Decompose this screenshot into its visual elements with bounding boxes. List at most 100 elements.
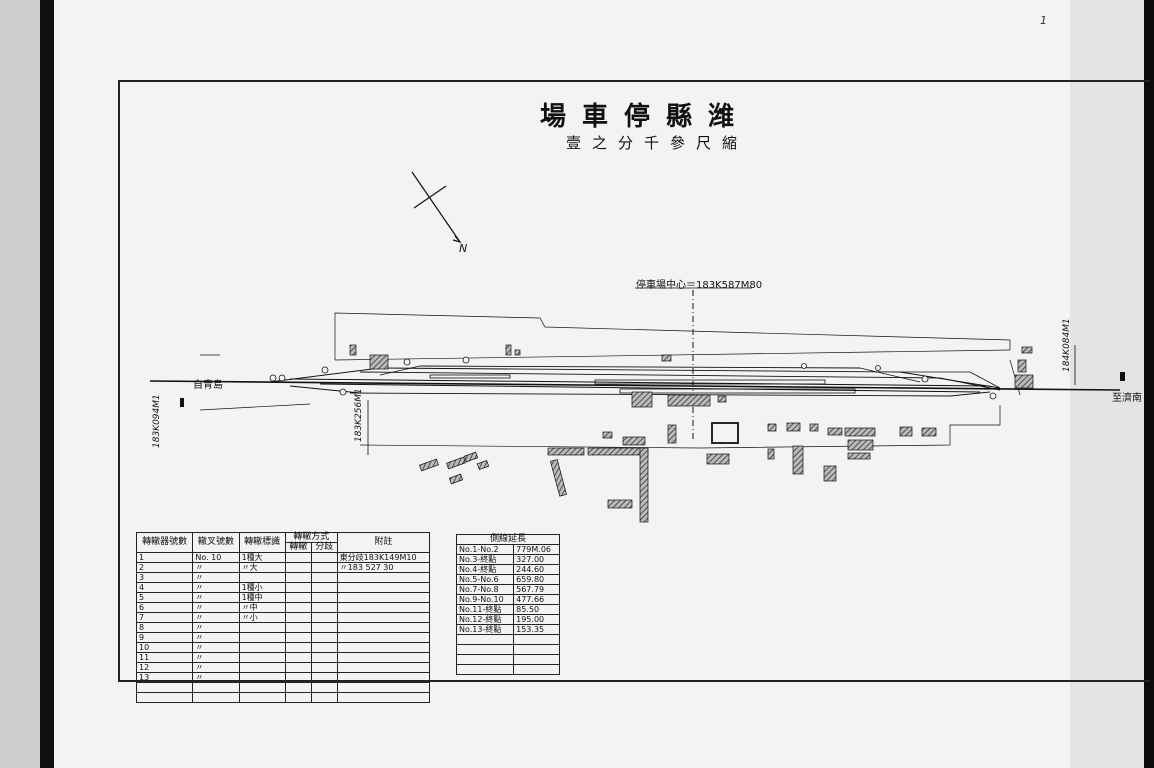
siding-table-row-cell: No.1-No.2 — [455, 544, 515, 555]
switch-col-method: 轉轍方式 — [284, 532, 338, 543]
siding-table-row-cell — [513, 664, 560, 675]
switch-table-row-cell — [310, 682, 338, 693]
station-buildings — [349, 344, 1034, 523]
switch-table-row: 12〃 — [135, 662, 431, 673]
switch-table-row-cell — [336, 602, 431, 613]
switch-table-row-cell — [284, 642, 312, 653]
switch-table-row-cell: 5 — [135, 592, 194, 603]
switch-table-row-cell — [336, 642, 431, 653]
switch-table-row-cell — [336, 672, 431, 683]
siding-table-row-cell: No.9-No.10 — [455, 594, 515, 605]
switch-table-row-cell: 7 — [135, 612, 194, 623]
switch-table-row-cell — [310, 662, 338, 673]
siding-table-row-cell: No.5-No.6 — [455, 574, 515, 585]
siding-table-row-cell: 153.35 — [513, 624, 560, 635]
switch-table-row-cell: 〃 — [192, 622, 240, 633]
switch-table-row-cell: 1種中 — [238, 592, 286, 603]
switch-col-frog: 轍叉號數 — [192, 532, 240, 553]
switch-table-row-cell — [284, 562, 312, 573]
switch-table-row-cell: 〃小 — [238, 612, 286, 623]
siding-table-row — [455, 664, 560, 675]
switch-table-row: 10〃 — [135, 642, 431, 653]
km-label-right-far: 184K084M1 — [1062, 318, 1072, 372]
switch-table-row-cell: No. 10 — [192, 552, 240, 563]
station-boundary — [199, 312, 1021, 449]
switch-table-row-cell — [310, 592, 338, 603]
switch-table-row-cell: 11 — [135, 652, 194, 663]
switch-table-row-cell — [336, 572, 431, 583]
siding-table-row-cell: 477.66 — [513, 594, 560, 605]
station-center-label: 停車場中心＝183K587M80 — [636, 280, 763, 291]
switch-table-row-cell — [284, 612, 312, 623]
switch-table-row-cell — [192, 692, 240, 703]
siding-table-row-cell: 195.00 — [513, 614, 560, 625]
switch-table-row-cell: 〃 — [192, 652, 240, 663]
switch-table-row-cell — [336, 662, 431, 673]
switch-table-row-cell — [238, 692, 286, 703]
switch-table-row-cell: 9 — [135, 632, 194, 643]
switch-table-row-cell — [310, 652, 338, 663]
siding-table-row-cell: No.11-終點 — [455, 604, 515, 615]
switch-table-row-cell — [238, 572, 286, 583]
switch-col-sign: 轉轍標識 — [238, 532, 286, 553]
siding-table-row-cell: 85.50 — [513, 604, 560, 615]
scan-right-edge — [1144, 0, 1154, 768]
platforms — [429, 374, 856, 394]
switch-table-row-cell — [284, 622, 312, 633]
switch-table-row-cell: 〃 — [192, 672, 240, 683]
switch-table-row-cell: 6 — [135, 602, 194, 613]
siding-table-row-cell — [455, 654, 515, 665]
siding-table-row-cell: 327.00 — [513, 554, 560, 565]
switch-table-row-cell: 10 — [135, 642, 194, 653]
switch-subcol-branch: 分歧 — [310, 542, 338, 553]
switch-table-row-cell — [310, 672, 338, 683]
switch-table-row-cell: 1種小 — [238, 582, 286, 593]
switch-table-row-cell: 〃 — [192, 582, 240, 593]
siding-table-row — [455, 644, 560, 655]
switch-table-row-cell: 〃 — [192, 602, 240, 613]
switch-table-row-cell — [284, 692, 312, 703]
scan-binding-edge — [40, 0, 54, 768]
switch-table-row-cell — [284, 572, 312, 583]
switch-table-row-cell — [284, 602, 312, 613]
siding-table-row-cell: No.13-終點 — [455, 624, 515, 635]
switch-table-row-cell — [284, 552, 312, 563]
switch-table-row-cell: 〃 — [192, 562, 240, 573]
switch-table-row-cell — [336, 592, 431, 603]
scale-subtitle: 壹之分千參尺縮 — [566, 134, 749, 152]
siding-table-row-cell: 659.80 — [513, 574, 560, 585]
siding-table-row-cell: 567.79 — [513, 584, 560, 595]
switch-table-row-cell — [336, 632, 431, 643]
siding-table-row-cell — [455, 664, 515, 675]
scan-right-shade — [1070, 0, 1154, 768]
switch-table-row-cell: 〃 — [192, 592, 240, 603]
north-label: N — [459, 242, 468, 255]
siding-table-row — [455, 654, 560, 665]
switch-table-row-cell — [336, 692, 431, 703]
switch-table-row-cell — [238, 622, 286, 633]
switch-table-row-cell — [336, 652, 431, 663]
switch-table-row-cell — [284, 592, 312, 603]
switch-table-row-cell — [336, 582, 431, 593]
switch-subcol-main: 轉轍 — [284, 542, 312, 553]
angled-buildings — [419, 451, 567, 497]
switch-table-row-cell — [310, 642, 338, 653]
siding-table-row-cell: No.12-終點 — [455, 614, 515, 625]
building-outlines — [711, 422, 739, 444]
switch-table-row-cell — [310, 692, 338, 703]
siding-table-row-cell: 779M.06 — [513, 544, 560, 555]
main-line-tracks — [149, 365, 1121, 397]
switch-table-row-cell: 〃 — [192, 632, 240, 643]
switch-col-notes: 附註 — [336, 532, 431, 553]
switch-table-row-cell — [336, 682, 431, 693]
north-arrow-icon — [411, 171, 462, 244]
switch-table-row: 2〃〃大〃183 527 30 — [135, 562, 431, 573]
